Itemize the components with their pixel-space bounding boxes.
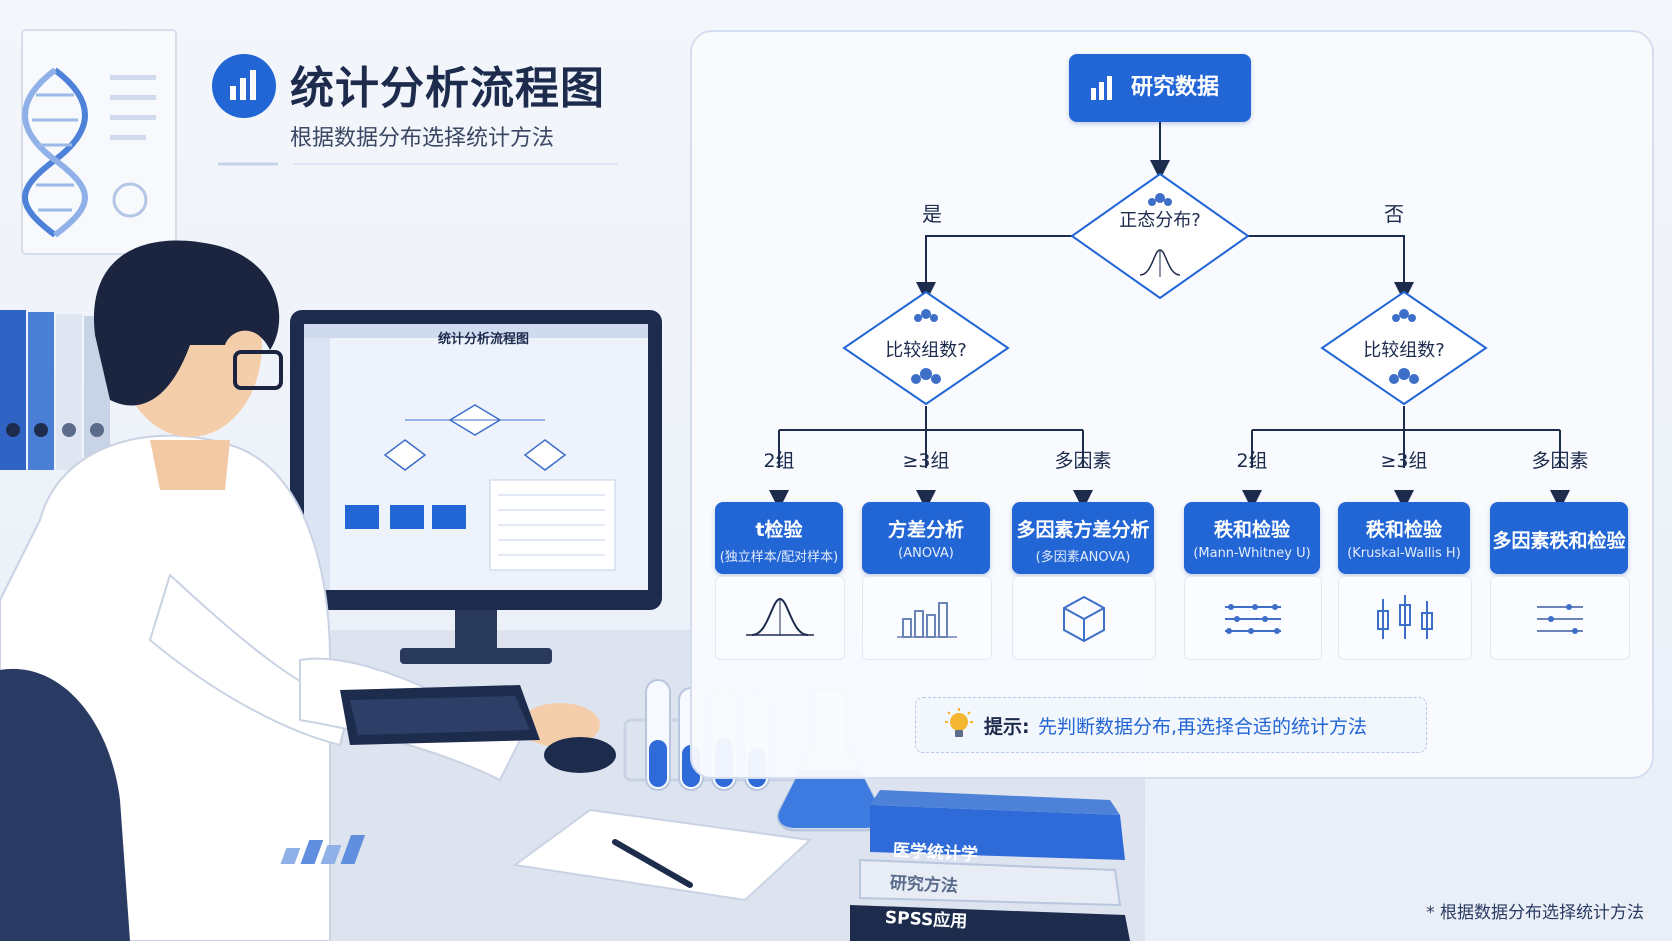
method-subtitle: (Mann-Whitney U) — [1193, 546, 1311, 561]
researcher — [0, 240, 600, 941]
method-name: 多因素方差分析 — [1016, 519, 1150, 541]
decision-normal-shape — [1070, 172, 1250, 300]
method-subtitle: (Kruskal-Wallis H) — [1347, 546, 1461, 561]
bar-chart-icon — [897, 602, 957, 638]
book-title-2: 研究方法 — [889, 873, 959, 897]
method-multifactor-anova: 多因素方差分析 (多因素ANOVA) — [1012, 502, 1154, 574]
group-label: ≥3组 — [1380, 450, 1428, 472]
root-label: 研究数据 — [1130, 75, 1219, 100]
bar-chart-icon — [212, 54, 276, 118]
binders — [0, 310, 110, 470]
book-title-3: SPSS应用 — [884, 907, 968, 933]
method-kruskal-wallis: 秩和检验 (Kruskal-Wallis H) — [1338, 502, 1470, 574]
people-icon — [911, 193, 1419, 384]
method-t-test: t检验 (独立样本/配对样本) — [715, 502, 843, 574]
group-label: 2组 — [763, 450, 795, 472]
cube-icon — [1063, 595, 1105, 643]
method-mann-whitney: 秩和检验 (Mann-Whitney U) — [1184, 502, 1320, 574]
method-icon-card — [862, 576, 992, 660]
decision-groups-right-label: 比较组数? — [1363, 340, 1445, 361]
branch-no-label: 否 — [1384, 202, 1404, 226]
page-subtitle: 根据数据分布选择统计方法 — [290, 126, 555, 151]
decision-groups-right-shape — [1320, 290, 1488, 406]
method-name: t检验 — [755, 519, 803, 541]
page-title: 统计分析流程图 — [290, 63, 605, 114]
decision-groups-left-label: 比较组数? — [885, 340, 967, 361]
flowchart-connectors — [769, 122, 1570, 510]
group-label: ≥3组 — [902, 450, 950, 472]
method-name: 多因素秩和检验 — [1492, 530, 1626, 552]
method-name: 秩和检验 — [1365, 519, 1442, 541]
group-label: 多因素 — [1531, 450, 1589, 472]
branch-yes-label: 是 — [922, 202, 942, 226]
root-node-research-data: 研究数据 — [1069, 54, 1251, 122]
tip-box: 提示: 先判断数据分布,再选择合适的统计方法 — [915, 697, 1427, 753]
keyboard — [340, 685, 540, 745]
dna-poster — [21, 29, 177, 255]
papers — [280, 808, 813, 902]
footnote: * 根据数据分布选择统计方法 — [1426, 903, 1644, 923]
books — [850, 790, 1130, 941]
method-icon-card — [715, 576, 845, 660]
lightbulb-icon — [945, 708, 973, 737]
bar-chart-icon — [1091, 76, 1112, 100]
method-subtitle: (多因素ANOVA) — [1035, 550, 1131, 565]
group-label: 2组 — [1236, 450, 1268, 472]
tip-text: 先判断数据分布,再选择合适的统计方法 — [1038, 716, 1368, 738]
flowchart: 研究数据 正态分布? 比较组数? 比较组数? 是 否 2组 ≥3组 多因素 2组… — [690, 30, 1650, 775]
monitor-screen-title: 统计分析流程图 — [438, 332, 530, 347]
method-icon-card — [1338, 576, 1472, 660]
method-icon-card — [1184, 576, 1322, 660]
method-name: 方差分析 — [887, 519, 964, 541]
group-label: 多因素 — [1054, 450, 1112, 472]
bell-curve-icon — [746, 597, 814, 636]
decision-groups-left-shape — [842, 290, 1010, 406]
tip-label: 提示: — [984, 716, 1030, 738]
boxplot-icon — [1377, 595, 1433, 639]
method-anova: 方差分析 (ANOVA) — [862, 502, 990, 574]
book-title-1: 医学统计学 — [892, 840, 979, 866]
method-icon-card — [1490, 576, 1630, 660]
header-underline — [218, 162, 618, 166]
decision-normal-label: 正态分布? — [1119, 210, 1201, 231]
rank-dots-icon — [1225, 604, 1281, 634]
method-name: 秩和检验 — [1213, 519, 1290, 541]
method-icon-card — [1012, 576, 1156, 660]
method-multifactor-rank-test: 多因素秩和检验 — [1490, 502, 1628, 574]
method-subtitle: (独立样本/配对样本) — [719, 550, 839, 565]
sliders-icon — [1537, 604, 1583, 634]
method-subtitle: (ANOVA) — [898, 546, 954, 561]
monitor — [290, 310, 662, 664]
